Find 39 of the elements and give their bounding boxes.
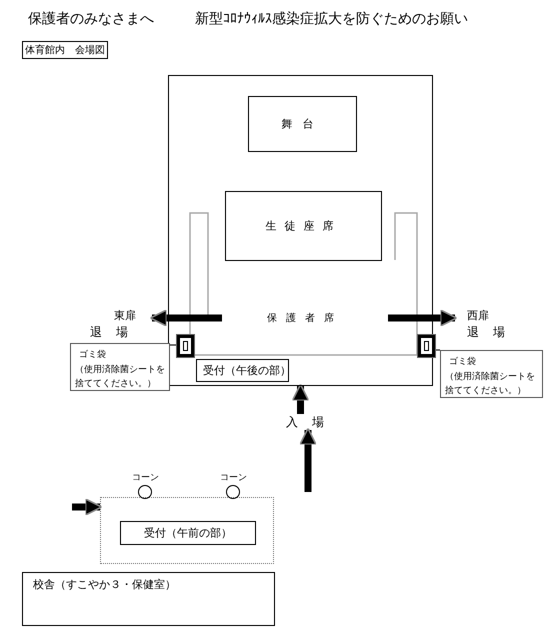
cone-circle [138,485,152,499]
entrance-label: 入場 [286,414,342,430]
callout-title: ゴミ袋 [449,356,476,368]
map-title-label: 体育館内 会場図 [22,41,108,59]
cone-label: コーン [220,472,247,484]
arrow [299,428,317,492]
title-text: 新型ｺﾛﾅｳｨﾙｽ感染症拡大を防ぐためのお願い [195,10,468,28]
trash-bin-box [177,335,194,357]
exit-label: 退場 [90,324,142,341]
leader-line [170,344,176,346]
exit-label: 退場 [467,324,519,341]
arrow [388,309,458,327]
arrow [72,498,102,516]
arrow [150,309,222,327]
cone-label: コーン [132,472,159,484]
heading-text: 保護者のみなさまへ [28,10,154,28]
door-name: 西扉 [467,308,489,323]
stage-box [248,96,357,152]
building-box [22,572,275,626]
cone-circle [226,485,240,499]
callout-title: ゴミ袋 [79,348,106,361]
stage-label: 舞台 [280,116,324,132]
student-seating-box [225,191,382,261]
callout-box [440,350,543,398]
reception-label: 受付（午前の部） [143,526,233,540]
arrow [292,384,310,414]
hall-outline [168,75,433,386]
building-label: 校舎（すこやか３・保健室） [33,577,176,592]
parent-seating-label: 保護者席 [267,312,343,325]
dotted-area [100,497,274,564]
door-name: 東扉 [114,308,136,323]
callout-text: （使用済除菌シートを捨ててください。） [75,364,166,391]
callout-box [70,343,170,391]
reception-box [120,521,256,545]
reception-label: 受付（午後の部） [203,363,291,378]
reception-box [196,359,289,382]
trash-bin-box [418,335,435,357]
callout-text: （使用済除菌シートを捨ててください。） [445,370,536,398]
seating-label: 生徒座席 [264,218,342,234]
